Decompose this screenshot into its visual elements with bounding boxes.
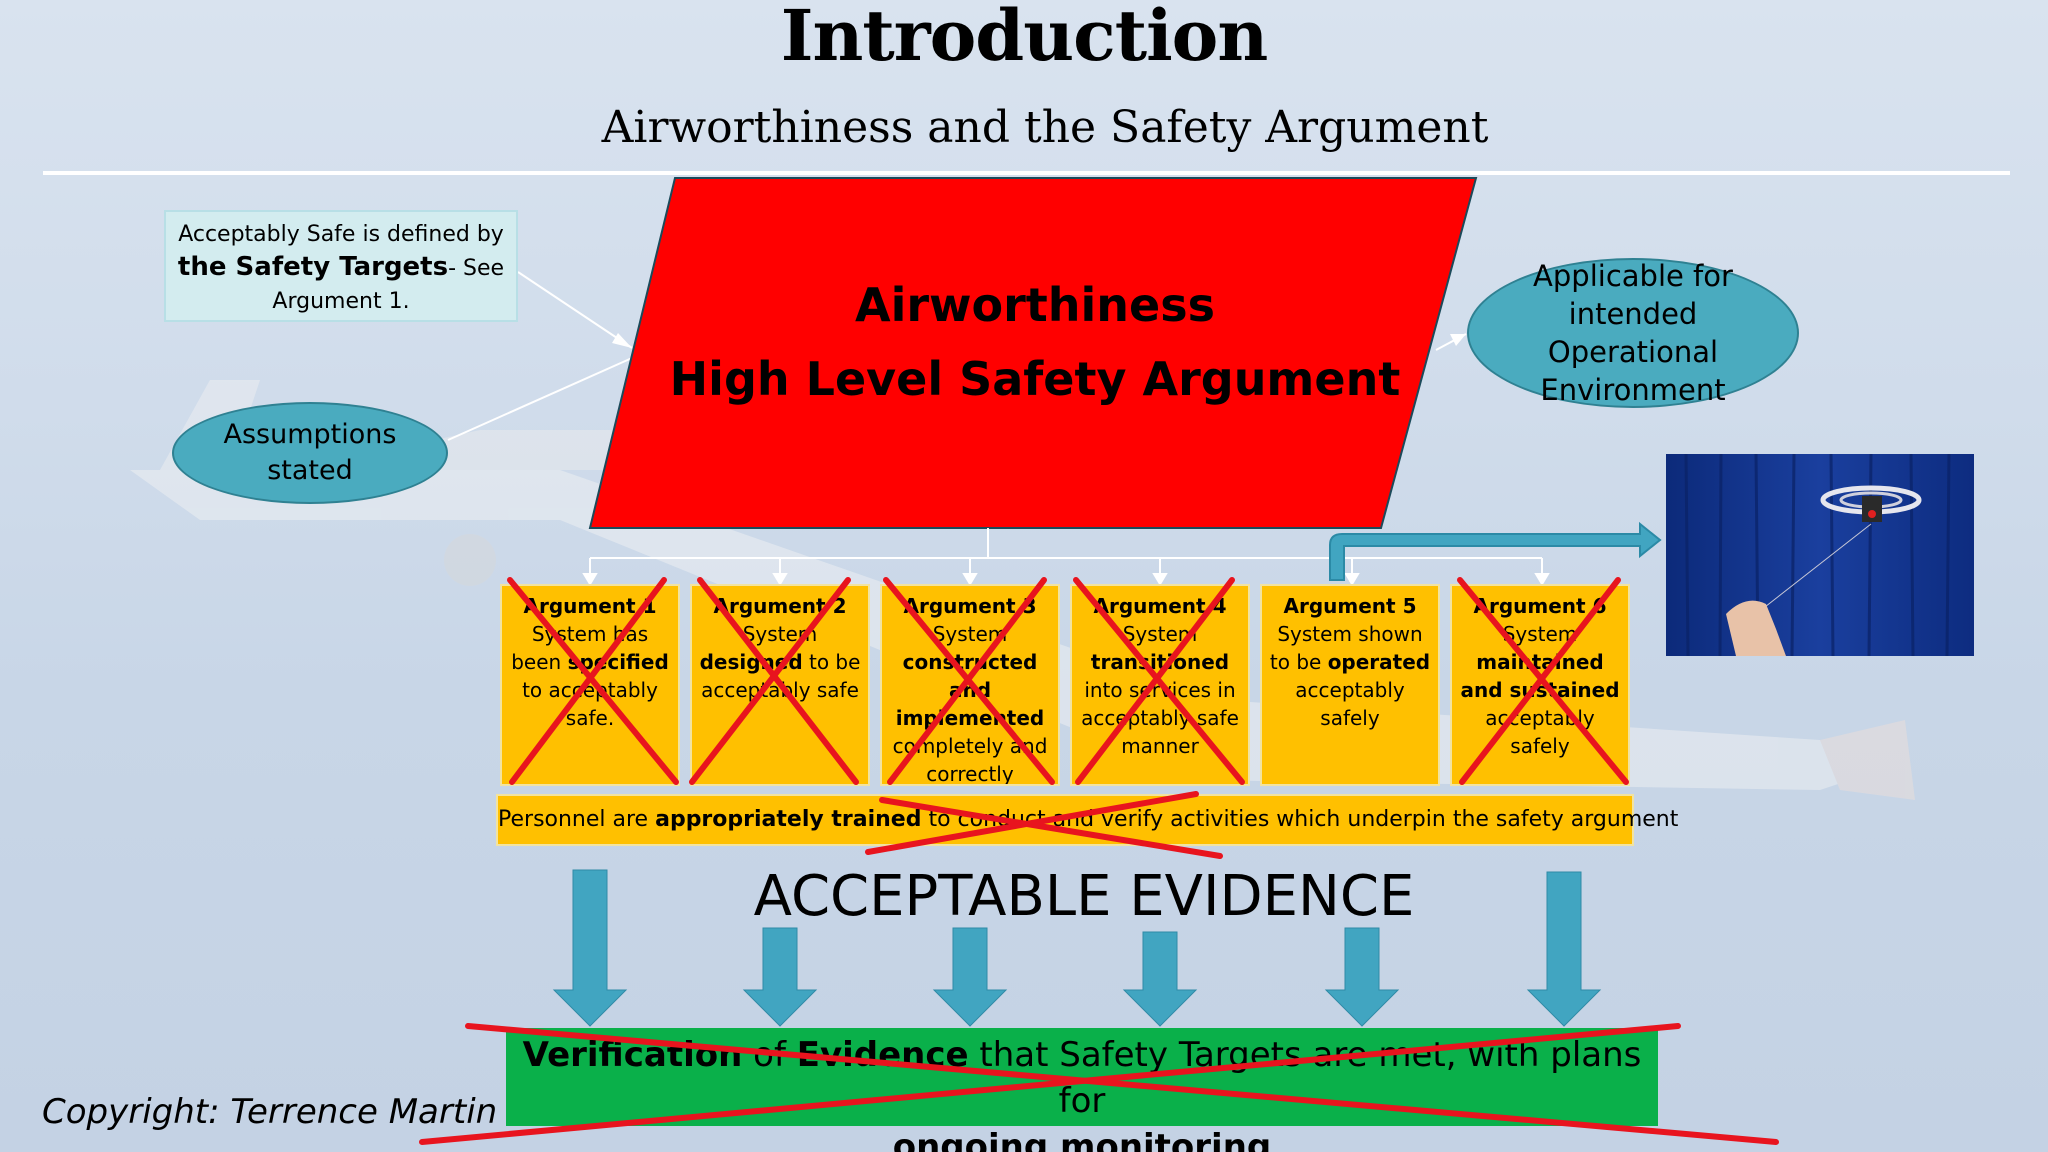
argument-5-line4: safely xyxy=(1320,706,1380,730)
assumptions-connector xyxy=(447,357,633,441)
argument-1-cross xyxy=(507,577,679,785)
argument-3-line2: constructed xyxy=(902,650,1038,674)
argument-3-line4: implemented xyxy=(895,706,1045,730)
copyright-text: Copyright: Terrence Martin xyxy=(42,1092,498,1132)
assumptions-oval: Assumptions stated xyxy=(172,402,448,504)
argument-4-cross xyxy=(1073,577,1245,785)
applicable-line2: intended xyxy=(1568,297,1698,331)
argument-5-line2b: operated xyxy=(1327,650,1431,674)
argument-5-heading: Argument 5 xyxy=(1283,594,1417,618)
note-line2: - See xyxy=(448,256,505,281)
applicable-line1: Applicable for xyxy=(1533,259,1733,293)
main-line1: Airworthiness xyxy=(854,278,1216,332)
assumptions-line2: stated xyxy=(267,455,353,486)
argument-6-cross xyxy=(1457,577,1629,785)
applicable-line3: Operational xyxy=(1547,335,1719,369)
tethered-drone-photo xyxy=(1666,454,1974,656)
note-connector xyxy=(517,271,633,349)
slide-subtitle: Airworthiness and the Safety Argument xyxy=(601,102,1489,153)
argument-5-box: Argument 5 System shown to be operated a… xyxy=(1260,584,1440,786)
argument-4-line5: manner xyxy=(1121,734,1199,758)
argument-5-line3: acceptably xyxy=(1295,678,1405,702)
argument-2-line2b: to be xyxy=(802,650,861,674)
argument-4-line4: acceptably safe xyxy=(1081,706,1239,730)
acceptably-safe-note: Acceptably Safe is defined by the Safety… xyxy=(164,210,518,322)
argument-3-line6: correctly xyxy=(926,762,1014,786)
applicable-oval: Applicable for intended Operational Envi… xyxy=(1467,258,1799,408)
applicable-line4: Environment xyxy=(1540,373,1726,407)
personnel-pre: Personnel are xyxy=(498,807,656,832)
argument-6-line1: System xyxy=(1502,622,1578,646)
argument-5-line2a: to be xyxy=(1269,650,1328,674)
argument-1-line2a: been xyxy=(511,650,568,674)
argument-1-heading: Argument 1 xyxy=(523,594,657,618)
main-line2: High Level Safety Argument xyxy=(669,352,1401,406)
title-divider xyxy=(43,171,2010,175)
acceptable-evidence-heading: ACCEPTABLE EVIDENCE xyxy=(753,864,1415,929)
note-line1: Acceptably Safe is defined by xyxy=(178,222,504,247)
argument-6-heading: Argument 6 xyxy=(1473,594,1607,618)
argument-5-line1: System shown xyxy=(1277,622,1423,646)
argument-6-line2: maintained xyxy=(1476,650,1604,674)
personnel-cross xyxy=(865,791,1223,859)
argument-2-cross xyxy=(689,577,859,785)
argument-1-line4: safe. xyxy=(565,706,615,730)
verification-cross xyxy=(419,1023,1779,1145)
main-argument-text: Airworthiness High Level Safety Argument xyxy=(590,268,1480,416)
verification-line2: ongoing monitoring xyxy=(892,1127,1272,1152)
assumptions-line1: Assumptions xyxy=(223,419,397,450)
note-bold: the Safety Targets xyxy=(177,252,449,282)
personnel-bold: appropriately trained xyxy=(655,807,922,832)
argument-connector-tree xyxy=(582,528,1550,586)
evidence-down-arrows xyxy=(552,869,1602,1027)
main-argument-parallelogram xyxy=(588,177,1478,529)
argument-6-line5: safely xyxy=(1510,734,1570,758)
argument-3-cross xyxy=(883,577,1055,785)
slide-title: Introduction xyxy=(780,0,1269,77)
argument5-to-photo-arrow xyxy=(1329,521,1662,581)
note-line3: Argument 1. xyxy=(272,289,410,314)
